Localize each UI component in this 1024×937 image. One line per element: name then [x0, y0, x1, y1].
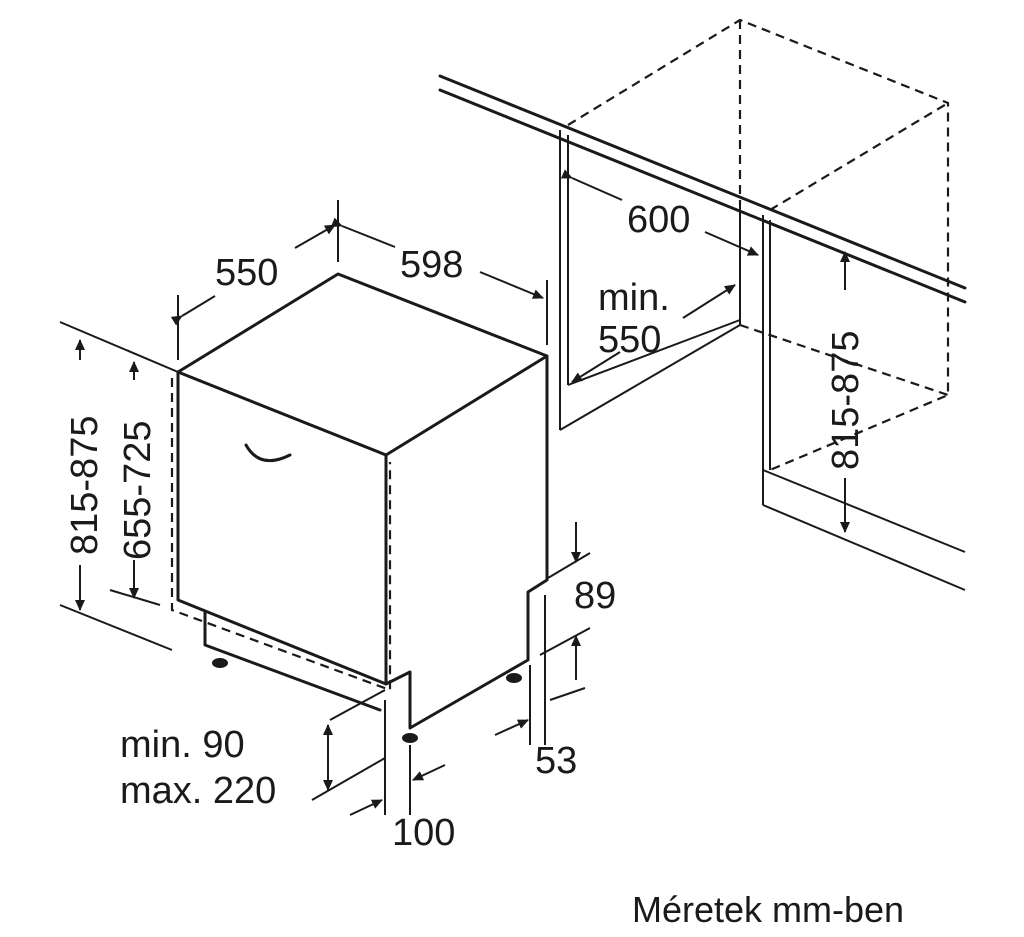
width-label: 598 [400, 244, 463, 286]
niche-depth-label: 550 [598, 319, 661, 361]
plinth-min-label: min. 90 [120, 724, 245, 766]
niche-width-label: 600 [627, 199, 690, 241]
offset-100-label: 100 [392, 812, 455, 854]
cabinet-niche [438, 18, 967, 591]
dishwasher [170, 272, 549, 743]
plinth-max-label: max. 220 [120, 770, 276, 812]
plinth-89-label: 89 [574, 575, 616, 617]
height-label: 815-875 [64, 416, 106, 555]
niche-height-label: 815-875 [825, 331, 867, 470]
niche-depth-prefix: min. [598, 277, 670, 319]
dimension-lines [59, 169, 850, 816]
door-height-label: 655-725 [117, 421, 159, 560]
caption: Méretek mm-ben [632, 889, 904, 930]
depth-label: 550 [215, 252, 278, 294]
plinth-53-label: 53 [535, 740, 577, 782]
